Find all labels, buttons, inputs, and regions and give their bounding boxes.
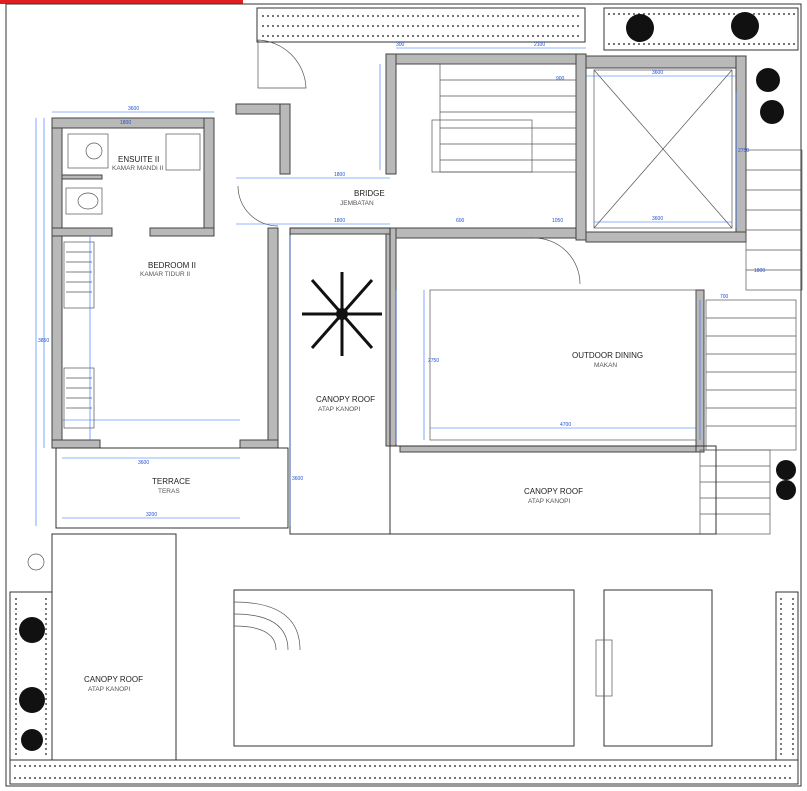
door-swings xyxy=(27,39,581,571)
top-right-planter xyxy=(603,7,799,51)
top-planter xyxy=(256,7,586,43)
dim-dining-width: 4700 xyxy=(560,422,571,428)
plant-icons xyxy=(19,12,796,751)
dim-void-width: 3600 xyxy=(652,70,663,76)
dimension-labels: 3600 1800 1800 1800 2100 3600 2750 3600 … xyxy=(38,42,765,518)
ensuite-sublabel: KAMAR MANDI II xyxy=(112,165,163,172)
dim-bed-width: 3600 xyxy=(128,106,139,112)
wardrobes xyxy=(63,241,95,429)
bottom-planter xyxy=(9,759,799,785)
dim-ensuite-width: 1800 xyxy=(120,120,131,126)
canopy-right-sublabel: ATAP KANOPI xyxy=(528,498,570,505)
dimension-lines xyxy=(35,47,737,526)
dim-void-bottom: 3600 xyxy=(652,216,663,222)
void-area xyxy=(585,55,747,243)
dim-small-b: 900 xyxy=(556,76,565,82)
dim-bed-height: 3850 xyxy=(38,338,49,344)
canopy-center-label: CANOPY ROOF xyxy=(316,395,375,404)
dim-small-a: 300 xyxy=(396,42,405,48)
dim-bridge-top: 1800 xyxy=(334,172,345,178)
pool-area xyxy=(233,589,713,747)
dim-stair-right: 700 xyxy=(720,294,729,300)
dim-canopy-height: 3600 xyxy=(292,476,303,482)
bridge-walls xyxy=(235,53,397,447)
bridge-label: BRIDGE xyxy=(354,189,385,198)
dim-small-c: 600 xyxy=(456,218,465,224)
dim-terrace-bottom: 3200 xyxy=(146,512,157,518)
canopy-center-sublabel: ATAP KANOPI xyxy=(318,406,360,413)
stair-right xyxy=(699,149,803,535)
canopy-outlines xyxy=(51,227,717,761)
terrace-sublabel: TERAS xyxy=(158,488,180,495)
bedroom-sublabel: KAMAR TIDUR II xyxy=(140,271,190,278)
dining-frame xyxy=(395,227,705,453)
room-labels: ENSUITE II KAMAR MANDI II BRIDGE JEMBATA… xyxy=(84,155,643,693)
dim-dining-height: 2750 xyxy=(428,358,439,364)
ensuite-fixtures xyxy=(65,133,201,215)
bedroom-label: BEDROOM II xyxy=(148,261,196,270)
palm-tree-icon xyxy=(302,272,382,356)
dim-void-height: 2750 xyxy=(738,148,749,154)
canopy-right-label: CANOPY ROOF xyxy=(524,487,583,496)
bedroom-walls xyxy=(51,117,279,449)
terrace-label: TERRACE xyxy=(152,477,190,486)
accent-bar xyxy=(0,0,243,4)
site-boundary xyxy=(5,3,802,787)
dining-label: OUTDOOR DINING xyxy=(572,351,643,360)
canopy-left-sublabel: ATAP KANOPI xyxy=(88,686,130,693)
dim-terrace-width: 3600 xyxy=(138,460,149,466)
dim-stair-top: 2100 xyxy=(534,42,545,48)
dim-small-d: 1050 xyxy=(552,218,563,224)
bridge-sublabel: JEMBATAN xyxy=(340,200,374,207)
dim-bridge-bottom: 1800 xyxy=(334,218,345,224)
dining-sublabel: MAKAN xyxy=(594,362,617,369)
right-planter xyxy=(775,591,799,761)
dim-right-width: 1800 xyxy=(754,268,765,274)
canopy-left-label: CANOPY ROOF xyxy=(84,675,143,684)
ensuite-label: ENSUITE II xyxy=(118,155,159,164)
stair-top xyxy=(395,53,587,241)
